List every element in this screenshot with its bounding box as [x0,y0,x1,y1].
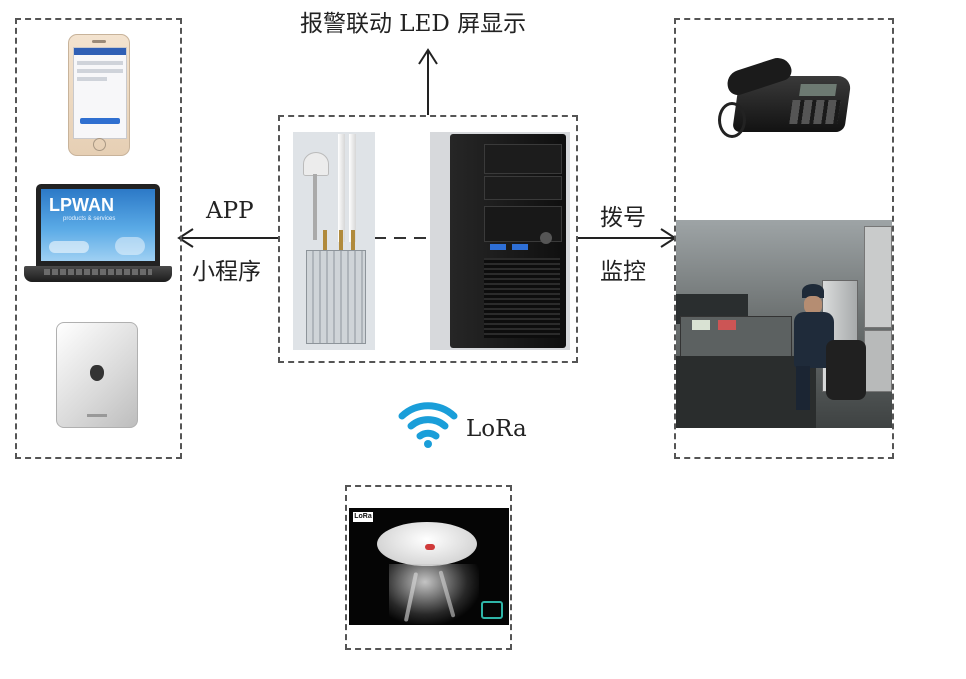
apple-logo-icon [90,365,104,381]
lora-label: LoRa [466,416,527,442]
smoke-detector-image: LoRa [349,508,509,625]
laptop-screen: LPWAN products & services [41,189,155,261]
gateway-server-box [278,115,578,363]
detector-lora-badge: LoRa [353,512,373,522]
lora-gateway-icon [293,132,375,350]
monitor-label: 监控 [600,259,646,285]
detector-logo-icon [481,601,503,619]
detector-box [345,485,512,650]
laptop-tagline: products & services [63,216,116,222]
monitoring-room-image [676,220,892,428]
mini-program-label: 小程序 [192,259,261,285]
app-label: APP [206,198,254,224]
client-devices-box [15,18,182,459]
laptop-icon: LPWAN products & services [24,184,172,294]
led-display-label: 报警联动 LED 屏显示 [300,11,527,37]
operator-figure [788,280,838,410]
gateway-enclosure [306,250,366,344]
laptop-brand: LPWAN [49,195,114,215]
tablet-icon [56,322,138,428]
smartphone-icon [68,34,130,156]
up-arrow-head [418,48,438,65]
monitoring-center-box [674,18,894,459]
server-tower-icon [430,132,570,350]
laptop-base [24,266,172,282]
smartphone-screen [73,47,127,139]
left-arrow-head [177,228,194,248]
wifi-icon [398,402,458,448]
dial-label: 拨号 [600,205,646,231]
desk-phone-icon [716,54,854,142]
